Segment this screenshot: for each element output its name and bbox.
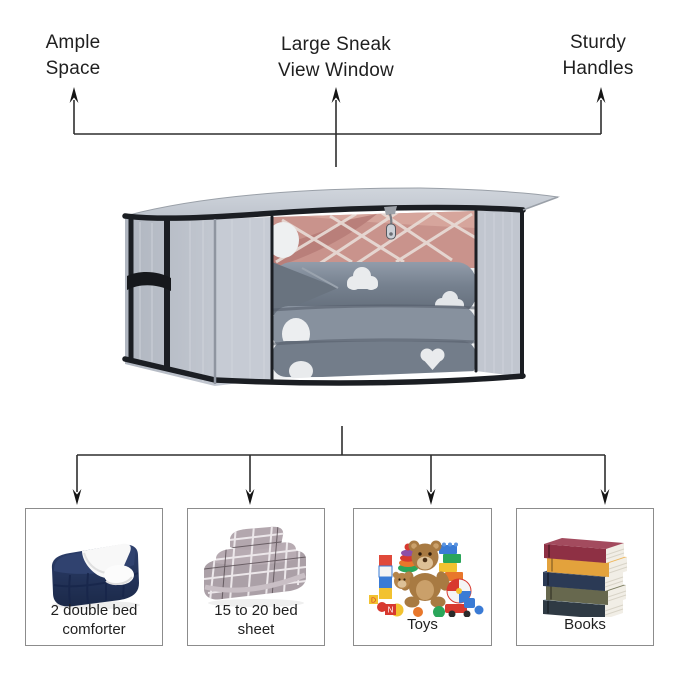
arrow-down-icon	[600, 489, 610, 505]
callout-line: Space	[45, 58, 101, 79]
books-image	[543, 538, 628, 617]
arrow-down-icon	[426, 489, 436, 505]
side-handle	[127, 272, 171, 291]
item-label-line: comforter	[62, 621, 126, 638]
item-label-line: Toys	[407, 616, 438, 633]
cloud-shape	[347, 267, 378, 290]
toy-ball	[474, 605, 483, 615]
arrow-up-icon	[331, 87, 341, 103]
callout-sneak-view-window: Large Sneak View Window	[278, 32, 394, 84]
bed-sheet-image	[204, 526, 306, 607]
teddy-bear	[399, 540, 450, 608]
item-label-line: 2 double bed	[50, 602, 138, 619]
toy-ball	[412, 607, 423, 617]
item-label-line: 15 to 20 bed	[214, 602, 298, 619]
bottom-connector-lines	[76, 426, 606, 492]
svg-text:D: D	[370, 598, 375, 605]
item-label-line: sheet	[237, 621, 275, 638]
svg-text:N: N	[387, 606, 393, 615]
block-tower	[378, 555, 392, 599]
callout-line: Large Sneak	[281, 34, 391, 55]
callout-line: View Window	[278, 60, 394, 81]
arrow-up-icons	[69, 87, 606, 103]
spinning-top	[446, 578, 471, 604]
item-box-toys: N D Toys	[353, 508, 492, 646]
fabric-texture	[139, 212, 513, 384]
item-box-comforter: 2 double bed comforter	[25, 508, 163, 646]
letter-cube: N	[384, 604, 396, 615]
small-teddy-bear	[392, 571, 411, 589]
arrow-up-icon	[69, 87, 79, 103]
item-label: 2 double bed comforter	[26, 601, 162, 639]
letter-cube: D	[368, 595, 378, 605]
pink-pattern-lines	[275, 211, 476, 268]
window-contents	[272, 211, 476, 379]
toy-ball	[376, 602, 387, 612]
callout-line: Ample	[45, 32, 101, 53]
arrow-down-icon	[72, 489, 82, 505]
arrow-down-icons	[72, 489, 610, 505]
comforter-image	[51, 543, 140, 609]
toy-truck	[444, 598, 475, 617]
top-connector-lines	[73, 100, 602, 167]
heart-shape	[420, 348, 445, 370]
toys-image: N D	[368, 540, 483, 617]
zipper-pull	[384, 206, 397, 240]
lego-bricks	[438, 542, 463, 581]
callout-ample-space: Ample Space	[46, 30, 101, 82]
item-label: Books	[517, 615, 653, 634]
item-label: 15 to 20 bed sheet	[188, 601, 324, 639]
callout-line: Sturdy	[569, 32, 627, 53]
bag-front-panel	[215, 217, 272, 386]
callout-sturdy-handles: Sturdy Handles	[562, 30, 633, 82]
item-label: Toys	[354, 615, 491, 634]
item-box-bed-sheet: 15 to 20 bed sheet	[187, 508, 325, 646]
book	[544, 538, 625, 563]
arrow-down-icon	[245, 489, 255, 505]
toy-ball	[432, 606, 445, 617]
storage-bag-image	[122, 187, 560, 386]
bag-right-panel	[476, 210, 523, 377]
arrow-up-icon	[596, 87, 606, 103]
item-label-line: Books	[564, 616, 606, 633]
callout-line: Handles	[562, 58, 634, 79]
item-box-books: Books	[516, 508, 654, 646]
bag-trim	[122, 204, 526, 386]
